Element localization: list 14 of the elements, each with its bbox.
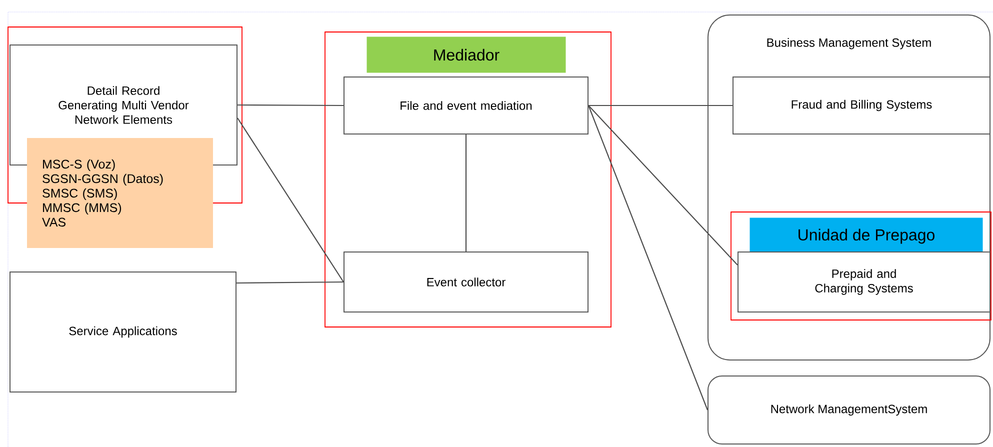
system-box: Fraud and Billing Systems	[732, 76, 990, 134]
connector-line	[588, 104, 732, 106]
system-box: Network ManagementSystem	[708, 376, 990, 444]
connector-line	[465, 134, 467, 252]
connector-line	[236, 281, 344, 284]
connector-line	[238, 104, 344, 106]
connector-line	[588, 105, 738, 266]
system-box: Event collector	[344, 252, 588, 312]
connector-line	[237, 118, 344, 282]
connector-line	[588, 105, 708, 410]
element-list-box: MSC-S (Voz) SGSN-GGSN (Datos) SMSC (SMS) MMSC (MMS) VAS	[27, 138, 213, 248]
system-box: Prepaid and Charging Systems	[738, 252, 990, 312]
system-box: File and event mediation	[344, 76, 588, 134]
system-box: Service Applications	[10, 272, 236, 392]
